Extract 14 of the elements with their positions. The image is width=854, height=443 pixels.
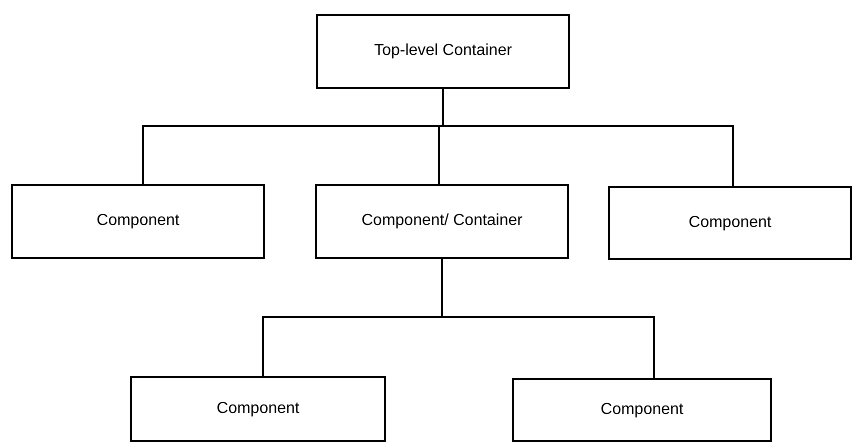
box-label: Component/ Container bbox=[362, 211, 522, 232]
box-label: Top-level Container bbox=[374, 41, 512, 62]
box-label: Component bbox=[96, 211, 180, 232]
component-box bbox=[11, 184, 265, 259]
component-box bbox=[130, 376, 386, 442]
component-box bbox=[608, 186, 852, 260]
box-label: Component bbox=[216, 398, 300, 419]
connector-line bbox=[441, 259, 655, 378]
box-label: Component bbox=[688, 212, 772, 233]
connector-line bbox=[442, 89, 734, 186]
component-box bbox=[315, 184, 569, 259]
box-label: Component bbox=[600, 400, 684, 420]
component-box bbox=[316, 14, 570, 89]
component-box bbox=[512, 378, 772, 442]
